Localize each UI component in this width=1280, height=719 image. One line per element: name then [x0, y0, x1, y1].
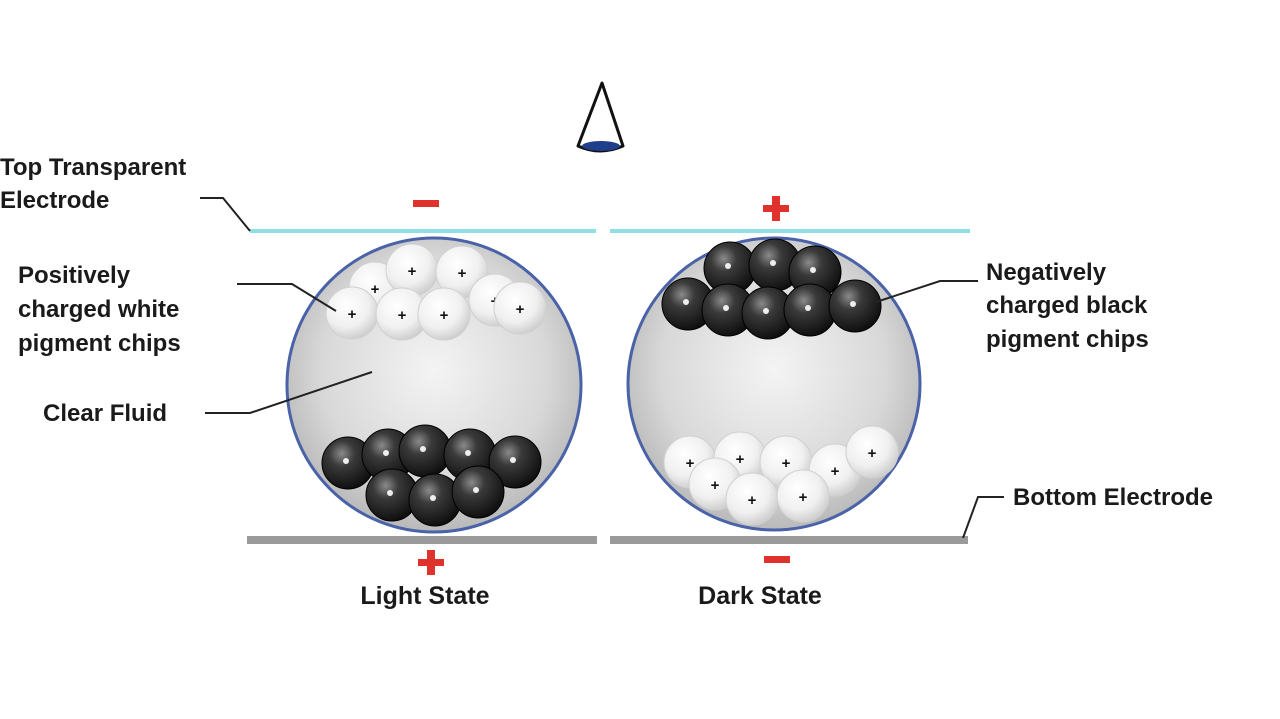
label-clear-fluid: Clear Fluid [43, 400, 167, 427]
chip-highlight [430, 495, 436, 501]
eye-icon [576, 81, 625, 153]
label-black-chips-line1: Negatively [986, 259, 1107, 286]
chip-highlight [725, 263, 731, 269]
label-dark-state: Dark State [698, 582, 822, 610]
chip-charge-sign: + [711, 477, 720, 494]
chip-charge-sign: + [686, 455, 695, 472]
chip-highlight [850, 301, 856, 307]
label-bottom-electrode: Bottom Electrode [1013, 484, 1213, 511]
chip-highlight [723, 305, 729, 311]
label-white-chips-line3: pigment chips [18, 330, 181, 357]
leader-black-chips [869, 280, 978, 305]
white-pigment-chip [493, 281, 547, 335]
polarity-top-left-minus [413, 200, 439, 207]
label-white-chips-line2: charged white [18, 296, 179, 323]
label-top-electrode-line2: Electrode [0, 187, 109, 214]
chip-charge-sign: + [799, 489, 808, 506]
chip-charge-sign: + [748, 492, 757, 509]
label-white-chips-line1: Positively [18, 262, 131, 289]
label-black-chips-line3: pigment chips [986, 326, 1149, 353]
chip-charge-sign: + [458, 265, 467, 282]
chip-charge-sign: + [371, 281, 380, 298]
chip-highlight [763, 308, 769, 314]
chip-charge-sign: + [516, 301, 525, 318]
leader-top-electrode [200, 197, 251, 232]
leader-white-chips [237, 283, 337, 312]
chip-charge-sign: + [408, 263, 417, 280]
white-pigment-chip [417, 287, 471, 341]
chip-charge-sign: + [831, 463, 840, 480]
chip-charge-sign: + [782, 455, 791, 472]
chip-highlight [420, 446, 426, 452]
chip-highlight [383, 450, 389, 456]
chip-highlight [770, 260, 776, 266]
chip-charge-sign: + [348, 306, 357, 323]
chip-highlight [805, 305, 811, 311]
chip-highlight [510, 457, 516, 463]
chip-charge-sign: + [398, 307, 407, 324]
label-light-state: Light State [360, 582, 489, 610]
white-pigment-chip [845, 425, 899, 479]
chip-highlight [810, 267, 816, 273]
pigment-chips: ++++++++++++++++ [321, 238, 899, 527]
label-black-chips-line2: charged black [986, 292, 1148, 319]
chip-charge-sign: + [440, 307, 449, 324]
polarity-bottom-right-minus [764, 556, 790, 563]
chip-highlight [683, 299, 689, 305]
chip-highlight [343, 458, 349, 464]
chip-highlight [473, 487, 479, 493]
leader-bottom-electrode [962, 496, 1004, 539]
polarity-bottom-left-plus [418, 550, 444, 575]
chip-highlight [465, 450, 471, 456]
chip-charge-sign: + [868, 445, 877, 462]
white-pigment-chip [776, 469, 830, 523]
leader-clear-fluid [205, 371, 373, 414]
chip-charge-sign: + [736, 451, 745, 468]
chip-highlight [387, 490, 393, 496]
label-top-electrode-line1: Top Transparent [0, 154, 186, 181]
polarity-top-right-plus [763, 196, 789, 221]
